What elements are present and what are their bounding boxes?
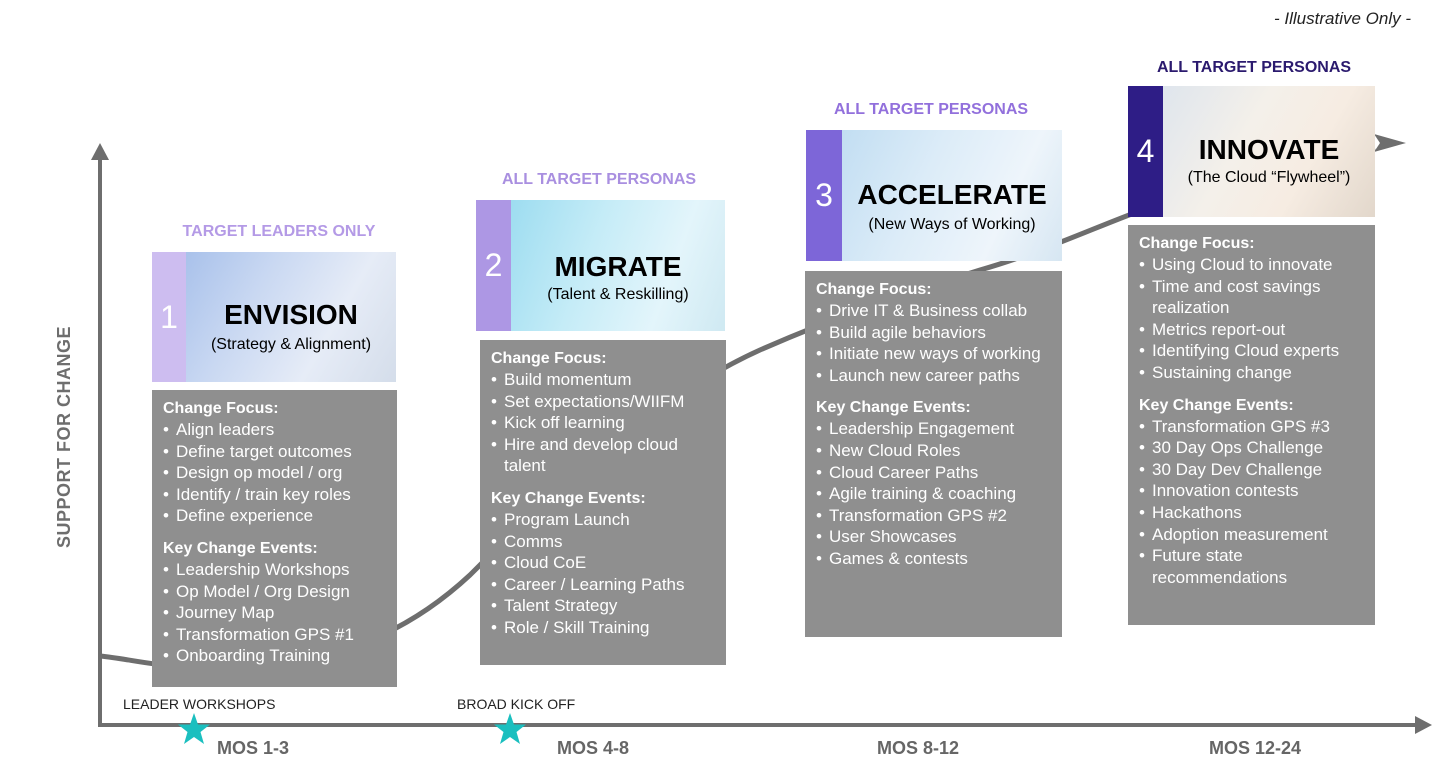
list-item: Onboarding Training bbox=[163, 645, 387, 667]
phase-card-1: Change Focus: Align leaders Define targe… bbox=[152, 390, 397, 687]
change-focus-list: Drive IT & Business collab Build agile b… bbox=[816, 300, 1052, 386]
list-item: Hackathons bbox=[1139, 502, 1365, 524]
phase-title-4: INNOVATE bbox=[1198, 134, 1340, 165]
phase-title-1: ENVISION bbox=[224, 299, 358, 330]
list-item: Transformation GPS #2 bbox=[816, 505, 1052, 527]
star-icon bbox=[494, 713, 526, 744]
key-events-heading: Key Change Events: bbox=[816, 399, 971, 417]
list-item: Career / Learning Paths bbox=[491, 574, 716, 596]
phase-number-1: 1 bbox=[152, 252, 186, 382]
list-item: Build momentum bbox=[491, 369, 716, 391]
list-item: Leadership Workshops bbox=[163, 559, 387, 581]
list-item: 30 Day Ops Challenge bbox=[1139, 437, 1365, 459]
y-axis-label: SUPPORT FOR CHANGE bbox=[54, 325, 74, 548]
phase-header-migrate: 2 MIGRATE (Talent & Reskilling) bbox=[476, 200, 725, 331]
x-axis-arrowhead bbox=[1415, 716, 1432, 734]
list-item: Metrics report-out bbox=[1139, 319, 1365, 341]
change-focus-list: Build momentum Set expectations/WIIFM Ki… bbox=[491, 369, 716, 477]
key-events-list: Leadership Engagement New Cloud Roles Cl… bbox=[816, 418, 1052, 569]
phase-card-3: Change Focus: Drive IT & Business collab… bbox=[805, 271, 1062, 637]
list-item: Journey Map bbox=[163, 602, 387, 624]
list-item: 30 Day Dev Challenge bbox=[1139, 459, 1365, 481]
illustrative-note: - Illustrative Only - bbox=[1274, 9, 1411, 28]
list-item: Hire and develop cloud talent bbox=[491, 434, 716, 477]
key-events-heading: Key Change Events: bbox=[163, 539, 318, 557]
persona-label-4: ALL TARGET PERSONAS bbox=[1156, 59, 1352, 76]
list-item: Initiate new ways of working bbox=[816, 343, 1052, 365]
phase-subtitle-4: (The Cloud “Flywheel”) bbox=[1187, 169, 1351, 186]
period-label-4: MOS 12-24 bbox=[1209, 738, 1302, 758]
list-item: Kick off learning bbox=[491, 412, 716, 434]
phase-number-4: 4 bbox=[1128, 86, 1163, 217]
persona-label-2: ALL TARGET PERSONAS bbox=[501, 171, 697, 188]
phase-header-innovate: 4 INNOVATE (The Cloud “Flywheel”) bbox=[1128, 86, 1375, 217]
list-item: Define experience bbox=[163, 505, 387, 527]
list-item: Launch new career paths bbox=[816, 365, 1052, 387]
list-item: Comms bbox=[491, 531, 716, 553]
list-item: Time and cost savings realization bbox=[1139, 276, 1365, 319]
list-item: Future state recommendations bbox=[1139, 545, 1365, 588]
y-axis-arrowhead bbox=[91, 143, 109, 160]
list-item: Talent Strategy bbox=[491, 595, 716, 617]
change-focus-heading: Change Focus: bbox=[816, 281, 932, 298]
list-item: Program Launch bbox=[491, 509, 716, 531]
list-item: Identify / train key roles bbox=[163, 484, 387, 506]
curve-arrowhead bbox=[1374, 134, 1406, 152]
list-item: Define target outcomes bbox=[163, 441, 387, 463]
list-item: Agile training & coaching bbox=[816, 483, 1052, 505]
list-item: Adoption measurement bbox=[1139, 524, 1365, 546]
phase-subtitle-1: (Strategy & Alignment) bbox=[210, 336, 372, 353]
change-focus-list: Align leaders Define target outcomes Des… bbox=[163, 419, 387, 527]
list-item: Op Model / Org Design bbox=[163, 581, 387, 603]
list-item: Using Cloud to innovate bbox=[1139, 254, 1365, 276]
key-events-list: Program Launch Comms Cloud CoE Career / … bbox=[491, 509, 716, 639]
key-events-heading: Key Change Events: bbox=[1139, 396, 1294, 414]
list-item: Set expectations/WIIFM bbox=[491, 391, 716, 413]
list-item: Games & contests bbox=[816, 548, 1052, 570]
list-item: Align leaders bbox=[163, 419, 387, 441]
phase-title-2: MIGRATE bbox=[554, 251, 682, 282]
key-events-list: Leadership Workshops Op Model / Org Desi… bbox=[163, 559, 387, 667]
phase-card-4: Change Focus: Using Cloud to innovate Ti… bbox=[1128, 225, 1375, 625]
persona-label-3: ALL TARGET PERSONAS bbox=[833, 101, 1029, 118]
milestone-label-leader-workshops: LEADER WORKSHOPS bbox=[123, 696, 276, 712]
list-item: Cloud CoE bbox=[491, 552, 716, 574]
change-focus-heading: Change Focus: bbox=[491, 350, 607, 367]
list-item: Role / Skill Training bbox=[491, 617, 716, 639]
list-item: Sustaining change bbox=[1139, 362, 1365, 384]
phase-card-2: Change Focus: Build momentum Set expecta… bbox=[480, 340, 726, 665]
phase-subtitle-3: (New Ways of Working) bbox=[868, 216, 1036, 233]
phase-subtitle-2: (Talent & Reskilling) bbox=[547, 286, 689, 303]
phase-header-envision: 1 ENVISION (Strategy & Alignment) bbox=[152, 252, 396, 382]
list-item: New Cloud Roles bbox=[816, 440, 1052, 462]
list-item: Innovation contests bbox=[1139, 480, 1365, 502]
phase-title-3: ACCELERATE bbox=[857, 179, 1047, 210]
list-item: Leadership Engagement bbox=[816, 418, 1052, 440]
list-item: Design op model / org bbox=[163, 462, 387, 484]
list-item: Cloud Career Paths bbox=[816, 462, 1052, 484]
period-label-3: MOS 8-12 bbox=[877, 738, 960, 758]
persona-label-1: TARGET LEADERS ONLY bbox=[182, 223, 376, 240]
phase-number-2: 2 bbox=[476, 200, 511, 331]
change-focus-heading: Change Focus: bbox=[163, 400, 279, 417]
list-item: User Showcases bbox=[816, 526, 1052, 548]
list-item: Transformation GPS #1 bbox=[163, 624, 387, 646]
list-item: Drive IT & Business collab bbox=[816, 300, 1052, 322]
period-label-1: MOS 1-3 bbox=[217, 738, 290, 758]
change-focus-heading: Change Focus: bbox=[1139, 235, 1255, 252]
change-focus-list: Using Cloud to innovate Time and cost sa… bbox=[1139, 254, 1365, 384]
list-item: Build agile behaviors bbox=[816, 322, 1052, 344]
milestone-label-broad-kick-off: BROAD KICK OFF bbox=[457, 696, 576, 712]
star-icon bbox=[178, 713, 210, 744]
period-label-2: MOS 4-8 bbox=[557, 738, 630, 758]
key-events-list: Transformation GPS #3 30 Day Ops Challen… bbox=[1139, 416, 1365, 589]
phase-header-accelerate: 3 ACCELERATE (New Ways of Working) bbox=[806, 130, 1062, 261]
list-item: Transformation GPS #3 bbox=[1139, 416, 1365, 438]
key-events-heading: Key Change Events: bbox=[491, 489, 646, 507]
list-item: Identifying Cloud experts bbox=[1139, 340, 1365, 362]
phase-number-3: 3 bbox=[806, 130, 842, 261]
